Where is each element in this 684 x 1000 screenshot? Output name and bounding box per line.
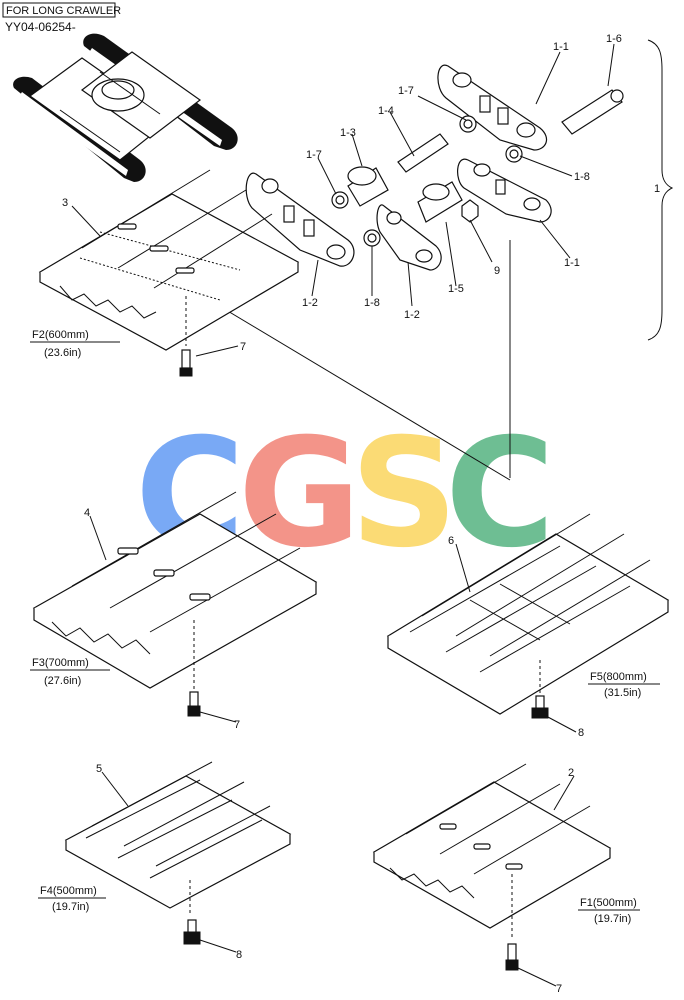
watermark: C G S C	[135, 407, 555, 581]
callout-6: 6	[448, 535, 454, 547]
callout-7c: 7	[556, 983, 562, 995]
f5-inch: (31.5in)	[604, 687, 641, 699]
callout-1-7b: 1-7	[306, 149, 322, 161]
callout-1: 1	[654, 183, 660, 195]
bolt-7-f2	[179, 349, 193, 377]
f5-size: F5(800mm)	[590, 671, 647, 683]
header-code: YY04-06254-	[5, 20, 76, 34]
callout-1-5: 1-5	[448, 283, 464, 295]
callout-1-1b: 1-1	[564, 257, 580, 269]
f1-size: F1(500mm)	[580, 897, 637, 909]
leader-lines	[30, 43, 660, 987]
callout-1-7a: 1-7	[398, 85, 414, 97]
header-box	[2, 2, 116, 18]
bolt-7-f1	[505, 943, 519, 971]
bolt-8-f5	[531, 695, 549, 719]
callout-8a: 8	[578, 727, 584, 739]
callout-1-4: 1-4	[378, 105, 394, 117]
callouts: 1-1 1-6 1-7 1-4 1-3 1-7 1-8 1 1-1 1-2 1-…	[62, 33, 660, 995]
callout-8b: 8	[236, 949, 242, 961]
callout-1-8a: 1-8	[574, 171, 590, 183]
link-assembly	[245, 64, 624, 271]
callout-3: 3	[62, 197, 68, 209]
callout-9: 9	[494, 265, 500, 277]
header-note: FOR LONG CRAWLER	[6, 5, 121, 17]
bolt-7-f3	[187, 691, 201, 717]
f2-inch: (23.6in)	[44, 347, 81, 359]
f4-size: F4(500mm)	[40, 885, 97, 897]
crawler-undercarriage	[13, 33, 238, 182]
f2-size: F2(600mm)	[32, 329, 89, 341]
track-shoe-6	[386, 513, 670, 715]
watermark-letter-s: S	[350, 407, 458, 581]
callout-7b: 7	[234, 719, 240, 731]
bracket-1	[647, 39, 674, 341]
callout-7a: 7	[240, 341, 246, 353]
header: FOR LONG CRAWLER YY04-06254-	[2, 2, 121, 34]
f1-inch: (19.7in)	[594, 913, 631, 925]
callout-1-2b: 1-2	[404, 309, 420, 321]
track-shoe-2	[372, 763, 612, 940]
track-shoe-3	[38, 169, 300, 351]
f3-size: F3(700mm)	[32, 657, 89, 669]
callout-1-2a: 1-2	[302, 297, 318, 309]
callout-5: 5	[96, 763, 102, 775]
track-shoe-4	[32, 491, 318, 690]
callout-2: 2	[568, 767, 574, 779]
callout-4: 4	[84, 507, 90, 519]
callout-1-1a: 1-1	[553, 41, 569, 53]
bolts	[179, 349, 549, 971]
leader-link-to-f3	[195, 291, 511, 481]
callout-1-6: 1-6	[606, 33, 622, 45]
callout-1-3: 1-3	[340, 127, 356, 139]
f3-inch: (27.6in)	[44, 675, 81, 687]
track-shoe-5	[64, 761, 292, 916]
f4-inch: (19.7in)	[52, 901, 89, 913]
callout-1-8b: 1-8	[364, 297, 380, 309]
shoe-size-labels: F2(600mm) (23.6in) F3(700mm) (27.6in) F5…	[32, 329, 647, 925]
bolt-8-f4	[183, 919, 201, 945]
